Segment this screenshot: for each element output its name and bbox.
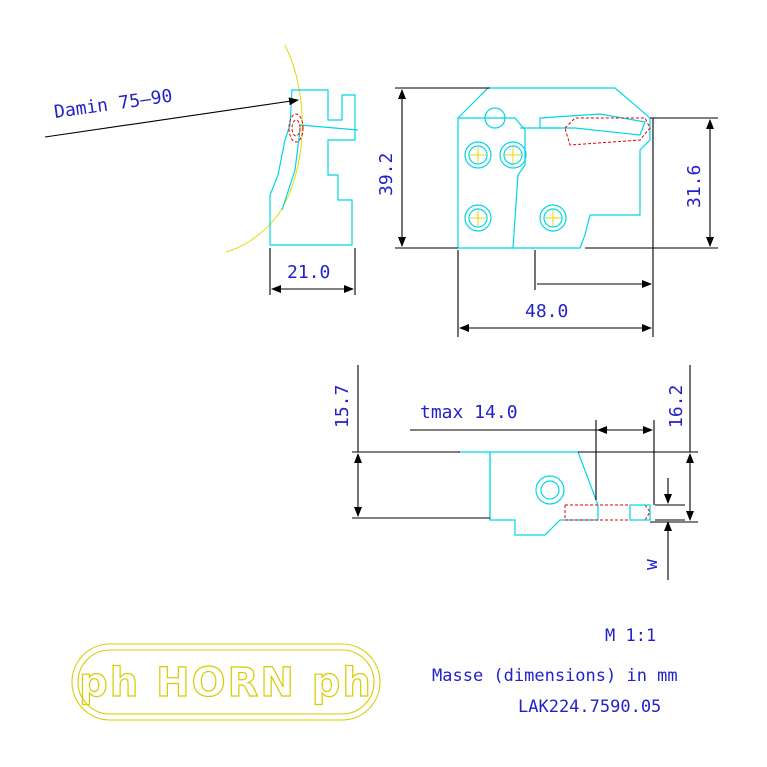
- right-height-dim-value: 31.6: [684, 165, 705, 208]
- side-view-insert-inner: [291, 119, 301, 137]
- height-dim-value: 39.2: [376, 153, 397, 196]
- side-view: Damin 75–90 21.0: [44, 44, 359, 295]
- screw-top-right: [499, 141, 527, 169]
- horn-logo: ph HORN ph: [71, 643, 381, 721]
- top-view-insert-tip: [629, 504, 651, 521]
- length-dim-value: 48.0: [525, 301, 568, 322]
- logo-text: ph HORN ph: [79, 660, 373, 706]
- side-view-inner: [281, 129, 301, 211]
- top-left-dim-value: 15.7: [332, 385, 353, 428]
- front-view-pin: [484, 107, 506, 129]
- top-view-insert: [564, 504, 651, 521]
- top-view-screw: [535, 475, 565, 505]
- top-view-screw-inner: [540, 480, 560, 500]
- side-view-outline: [269, 89, 356, 246]
- front-view-outline: [456, 87, 651, 249]
- front-view-insert: [564, 117, 651, 146]
- units-note: Masse (dimensions) in mm: [432, 666, 678, 686]
- diameter-leader: [44, 97, 299, 138]
- top-view-outline: [458, 451, 599, 536]
- screw-top-left: [464, 141, 492, 169]
- front-view: 39.2 31.6 48.0: [376, 87, 718, 337]
- drawing-notes: M 1:1 Masse (dimensions) in mm LAK224.75…: [432, 626, 678, 717]
- workpiece-diameter-arc: [225, 44, 303, 253]
- side-view-insert: [288, 113, 304, 143]
- top-right-dim-value: 16.2: [666, 385, 687, 428]
- screw-bottom-left: [464, 204, 492, 232]
- scale-note: M 1:1: [605, 626, 656, 646]
- screw-bottom-right: [539, 204, 567, 232]
- side-view-clamp: [299, 124, 359, 131]
- w-label: w: [641, 559, 662, 570]
- part-number: LAK224.7590.05: [518, 697, 661, 717]
- front-view-clamp: [539, 113, 646, 136]
- tmax-label: tmax 14.0: [420, 402, 518, 423]
- width-dim-value: 21.0: [287, 262, 330, 283]
- top-view: 15.7 16.2 tmax 14.0 w: [332, 365, 698, 580]
- diameter-label: Damin 75–90: [53, 86, 174, 123]
